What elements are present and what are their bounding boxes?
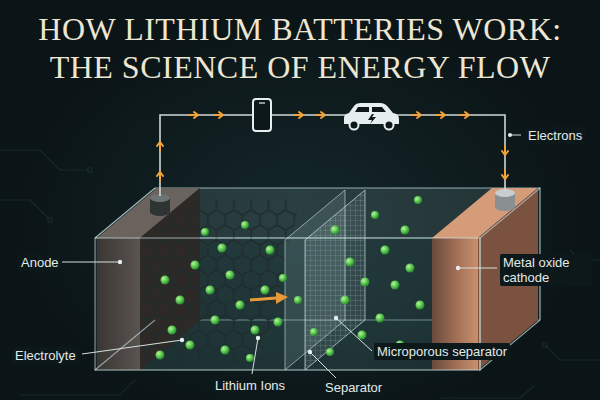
part-label: Microporous separator bbox=[374, 343, 510, 360]
electron-arrows bbox=[157, 112, 508, 181]
graphite-layers bbox=[140, 200, 300, 362]
part-label: Lithium Ions bbox=[212, 377, 288, 394]
ion-flow-arrow bbox=[250, 292, 288, 304]
terminals bbox=[150, 189, 515, 216]
part-label: Separator bbox=[322, 379, 385, 396]
lithium-ions bbox=[156, 196, 425, 362]
part-label: Electrons bbox=[525, 127, 585, 144]
circuit-wire bbox=[160, 115, 505, 196]
diagram-title: HOW LITHIUM BATTERIES WORK: THE SCIENCE … bbox=[20, 10, 580, 86]
circuit-background bbox=[0, 150, 600, 398]
phone-icon bbox=[253, 99, 271, 131]
part-label: Metal oxide cathode bbox=[500, 254, 592, 286]
car-icon bbox=[344, 103, 399, 130]
part-label: Electrolyte bbox=[12, 347, 79, 364]
microporous-separator bbox=[305, 190, 365, 370]
leader-lines bbox=[62, 133, 521, 378]
part-label: Anode bbox=[18, 254, 62, 271]
